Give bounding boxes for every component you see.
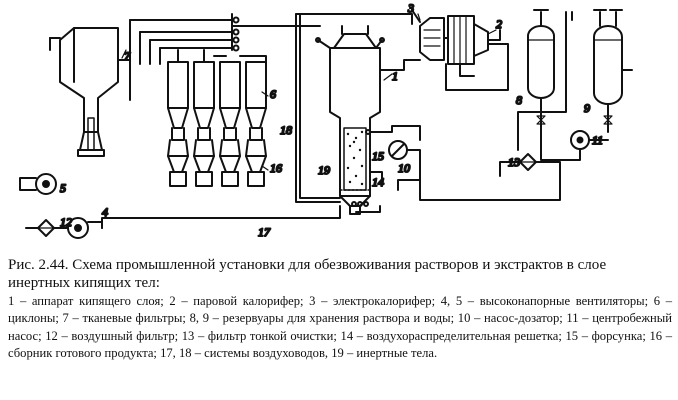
duct [239,55,267,63]
fan-4 [67,217,103,239]
label-9: 9 [584,101,590,115]
steam-heater-2 [443,15,501,77]
label-15: 15 [372,149,384,163]
leader-lines [121,13,497,171]
label-17: 17 [258,225,271,239]
cyclone-4 [245,61,267,187]
electric-heater-3 [411,9,445,61]
fan-5 [19,173,57,195]
hot-air-duct [379,59,421,71]
label-5: 5 [60,181,66,195]
label-18: 18 [280,123,292,137]
manifold [129,13,321,65]
air-filter-12 [37,219,55,237]
label-14: 14 [372,175,384,189]
valves-14 [351,201,381,213]
label-12: 12 [60,215,72,229]
cyclone-3 [219,61,241,187]
line [295,13,413,25]
label-16: 16 [270,161,282,175]
label-4: 4 [102,205,108,219]
caption-legend: 1 – аппарат кипящего слоя; 2 – паровой к… [8,294,672,361]
line [499,161,521,177]
line [369,171,383,187]
label-6: 6 [270,87,276,101]
reservoir-8 [527,9,555,133]
line [517,11,567,151]
air-duct-18b [299,13,341,199]
line [419,161,561,201]
label-13: 13 [508,155,520,169]
bag-filter-7 [49,27,131,157]
cyclone-1 [167,49,189,187]
label-8: 8 [516,93,522,107]
air-duct-18 [295,13,341,203]
label-2: 2 [496,17,502,31]
label-19: 19 [318,163,330,177]
label-7: 7 [124,49,131,63]
air-duct-17 [101,205,341,229]
label-10: 10 [398,161,410,175]
reservoir-9 [593,9,633,133]
figure-caption: Рис. 2.44. Схема промышленной установки … [8,256,672,363]
label-11: 11 [592,133,603,147]
process-diagram: 7 1 2 3 4 5 6 8 9 10 11 12 13 14 15 16 1… [19,0,633,240]
centrifugal-pump-11 [540,130,609,161]
cyclone-2 [193,49,215,187]
label-3: 3 [407,1,414,15]
label-1: 1 [392,69,398,83]
caption-title: Рис. 2.44. Схема промышленной установки … [8,257,607,291]
line [445,43,509,91]
nozzle-15 [365,125,421,141]
fine-filter-13 [519,153,537,171]
